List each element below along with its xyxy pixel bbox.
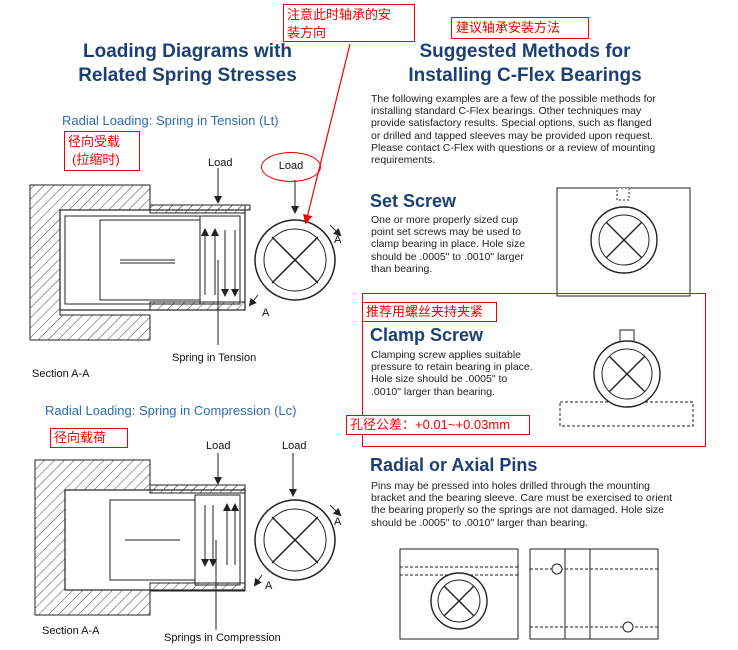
right-title-line1: Suggested Methods for (419, 41, 631, 62)
tension-load-circled: Load (261, 152, 321, 182)
tension-arrow-a2: A (262, 307, 270, 319)
set-screw-diagram (556, 187, 691, 297)
right-title: Suggested Methods for Installing C-Flex … (390, 40, 660, 88)
annot-radial-load: 径向载荷 (50, 428, 128, 448)
compression-section-label: Section A-A (42, 625, 100, 637)
right-title-line2: Installing C-Flex Bearings (408, 65, 642, 86)
annot-hole-tolerance: 孔径公差：+0.01~+0.03mm (346, 415, 530, 435)
clamp-screw-title: Clamp Screw (370, 325, 484, 345)
annot-suggest-methods: 建议轴承安装方法 (451, 17, 589, 39)
compression-spring-label: Springs in Compression (164, 632, 281, 644)
tension-spring-label: Spring in Tension (172, 352, 257, 364)
set-screw-text: One or more properly sized cup point set… (371, 214, 526, 275)
tension-heading: Radial Loading: Spring in Tension (Lt) (62, 113, 279, 128)
bearing-sleeve (59, 209, 246, 311)
annot-install-direction: 注意此时轴承的安 装方向 (283, 4, 415, 42)
left-title-line1: Loading Diagrams with (82, 41, 293, 62)
tension-diagram (29, 168, 342, 345)
intro-paragraph: The following examples are a few of the … (371, 93, 656, 167)
tension-load-label: Load (208, 157, 233, 169)
pins-diagram-1 (399, 548, 519, 640)
pins-diagram-2 (529, 548, 659, 640)
clamp-screw-diagram (559, 329, 694, 427)
pins-text: Pins may be pressed into holes drilled t… (371, 480, 673, 529)
left-title: Loading Diagrams with Related Spring Str… (60, 40, 315, 88)
pins-title: Radial or Axial Pins (370, 455, 538, 475)
compression-load-1: Load (206, 440, 231, 452)
set-screw-title: Set Screw (370, 191, 457, 211)
clamp-screw-text: Clamping screw applies suitable pressure… (371, 349, 533, 398)
annot-radial-tension: 径向受载 (拉缩时) (64, 131, 140, 171)
left-title-line2: Related Spring Stresses (78, 65, 297, 86)
compression-load-2: Load (282, 440, 307, 452)
compression-heading: Radial Loading: Spring in Compression (L… (45, 403, 297, 418)
clamp-screw-highlight (362, 293, 706, 447)
compression-arrow-a1: A (334, 516, 342, 528)
tension-section-label: Section A-A (32, 368, 90, 380)
annot-recommend-clamp: 推荐用螺丝夹持夹紧 (362, 302, 497, 322)
tension-arrow-a1: A (334, 234, 342, 246)
compression-diagram (34, 453, 342, 630)
compression-arrow-a2: A (265, 580, 273, 592)
